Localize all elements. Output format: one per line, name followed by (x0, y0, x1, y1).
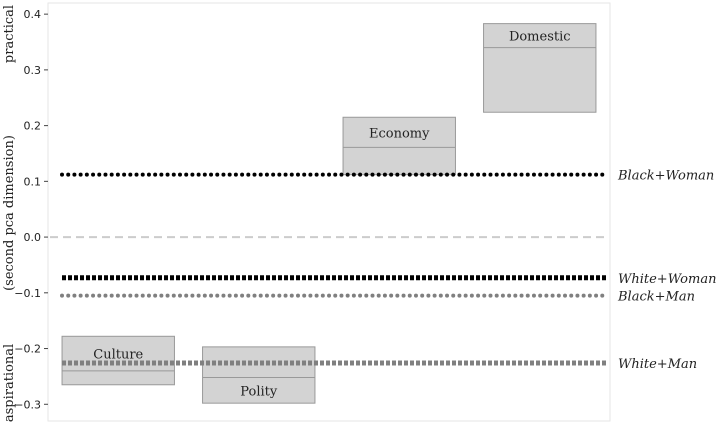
y-axis-label-aspirational: aspirational (2, 344, 17, 422)
box-label: Culture (93, 348, 143, 363)
y-tick-label: −0.2 (14, 343, 41, 356)
y-axis-ticks: −0.3 −0.2 −0.1 0.0 0.1 0.2 0.3 0.4 (14, 8, 48, 411)
reference-line-white-woman: White+Woman (62, 272, 716, 287)
box-economy: Economy (342, 116, 456, 176)
y-tick-label: −0.1 (14, 287, 41, 300)
reference-line-label: Black+Woman (617, 169, 714, 184)
reference-line-black-woman: Black+Woman (60, 169, 714, 184)
y-tick-label: 0.0 (24, 231, 42, 244)
box-culture: Culture (61, 335, 175, 386)
box-rect (202, 346, 316, 404)
reference-line-label: White+Woman (618, 272, 716, 287)
y-axis-label: (second pca dimension) (2, 135, 17, 291)
y-tick-label: 0.3 (24, 64, 42, 77)
box-rect (342, 116, 456, 176)
y-tick-label: 0.1 (24, 175, 42, 188)
reference-line-black-man: Black+Man (60, 290, 695, 305)
box-label: Polity (240, 384, 278, 399)
y-tick-label: 0.4 (24, 8, 42, 21)
box-label: Domestic (509, 30, 571, 45)
reference-line-white-man: White+Man (62, 357, 697, 372)
box-domestic: Domestic (483, 23, 597, 113)
box-rect (483, 23, 597, 113)
box-rect (61, 335, 175, 386)
box-label: Economy (369, 126, 430, 141)
reference-line-label: White+Man (618, 357, 697, 372)
reference-line-label: Black+Man (617, 290, 695, 305)
y-axis-label-practical: practical (2, 5, 17, 63)
box-polity: Polity (202, 346, 316, 404)
y-tick-label: −0.3 (14, 398, 41, 411)
plot-area (47, 2, 611, 422)
y-tick-label: 0.2 (24, 120, 42, 133)
